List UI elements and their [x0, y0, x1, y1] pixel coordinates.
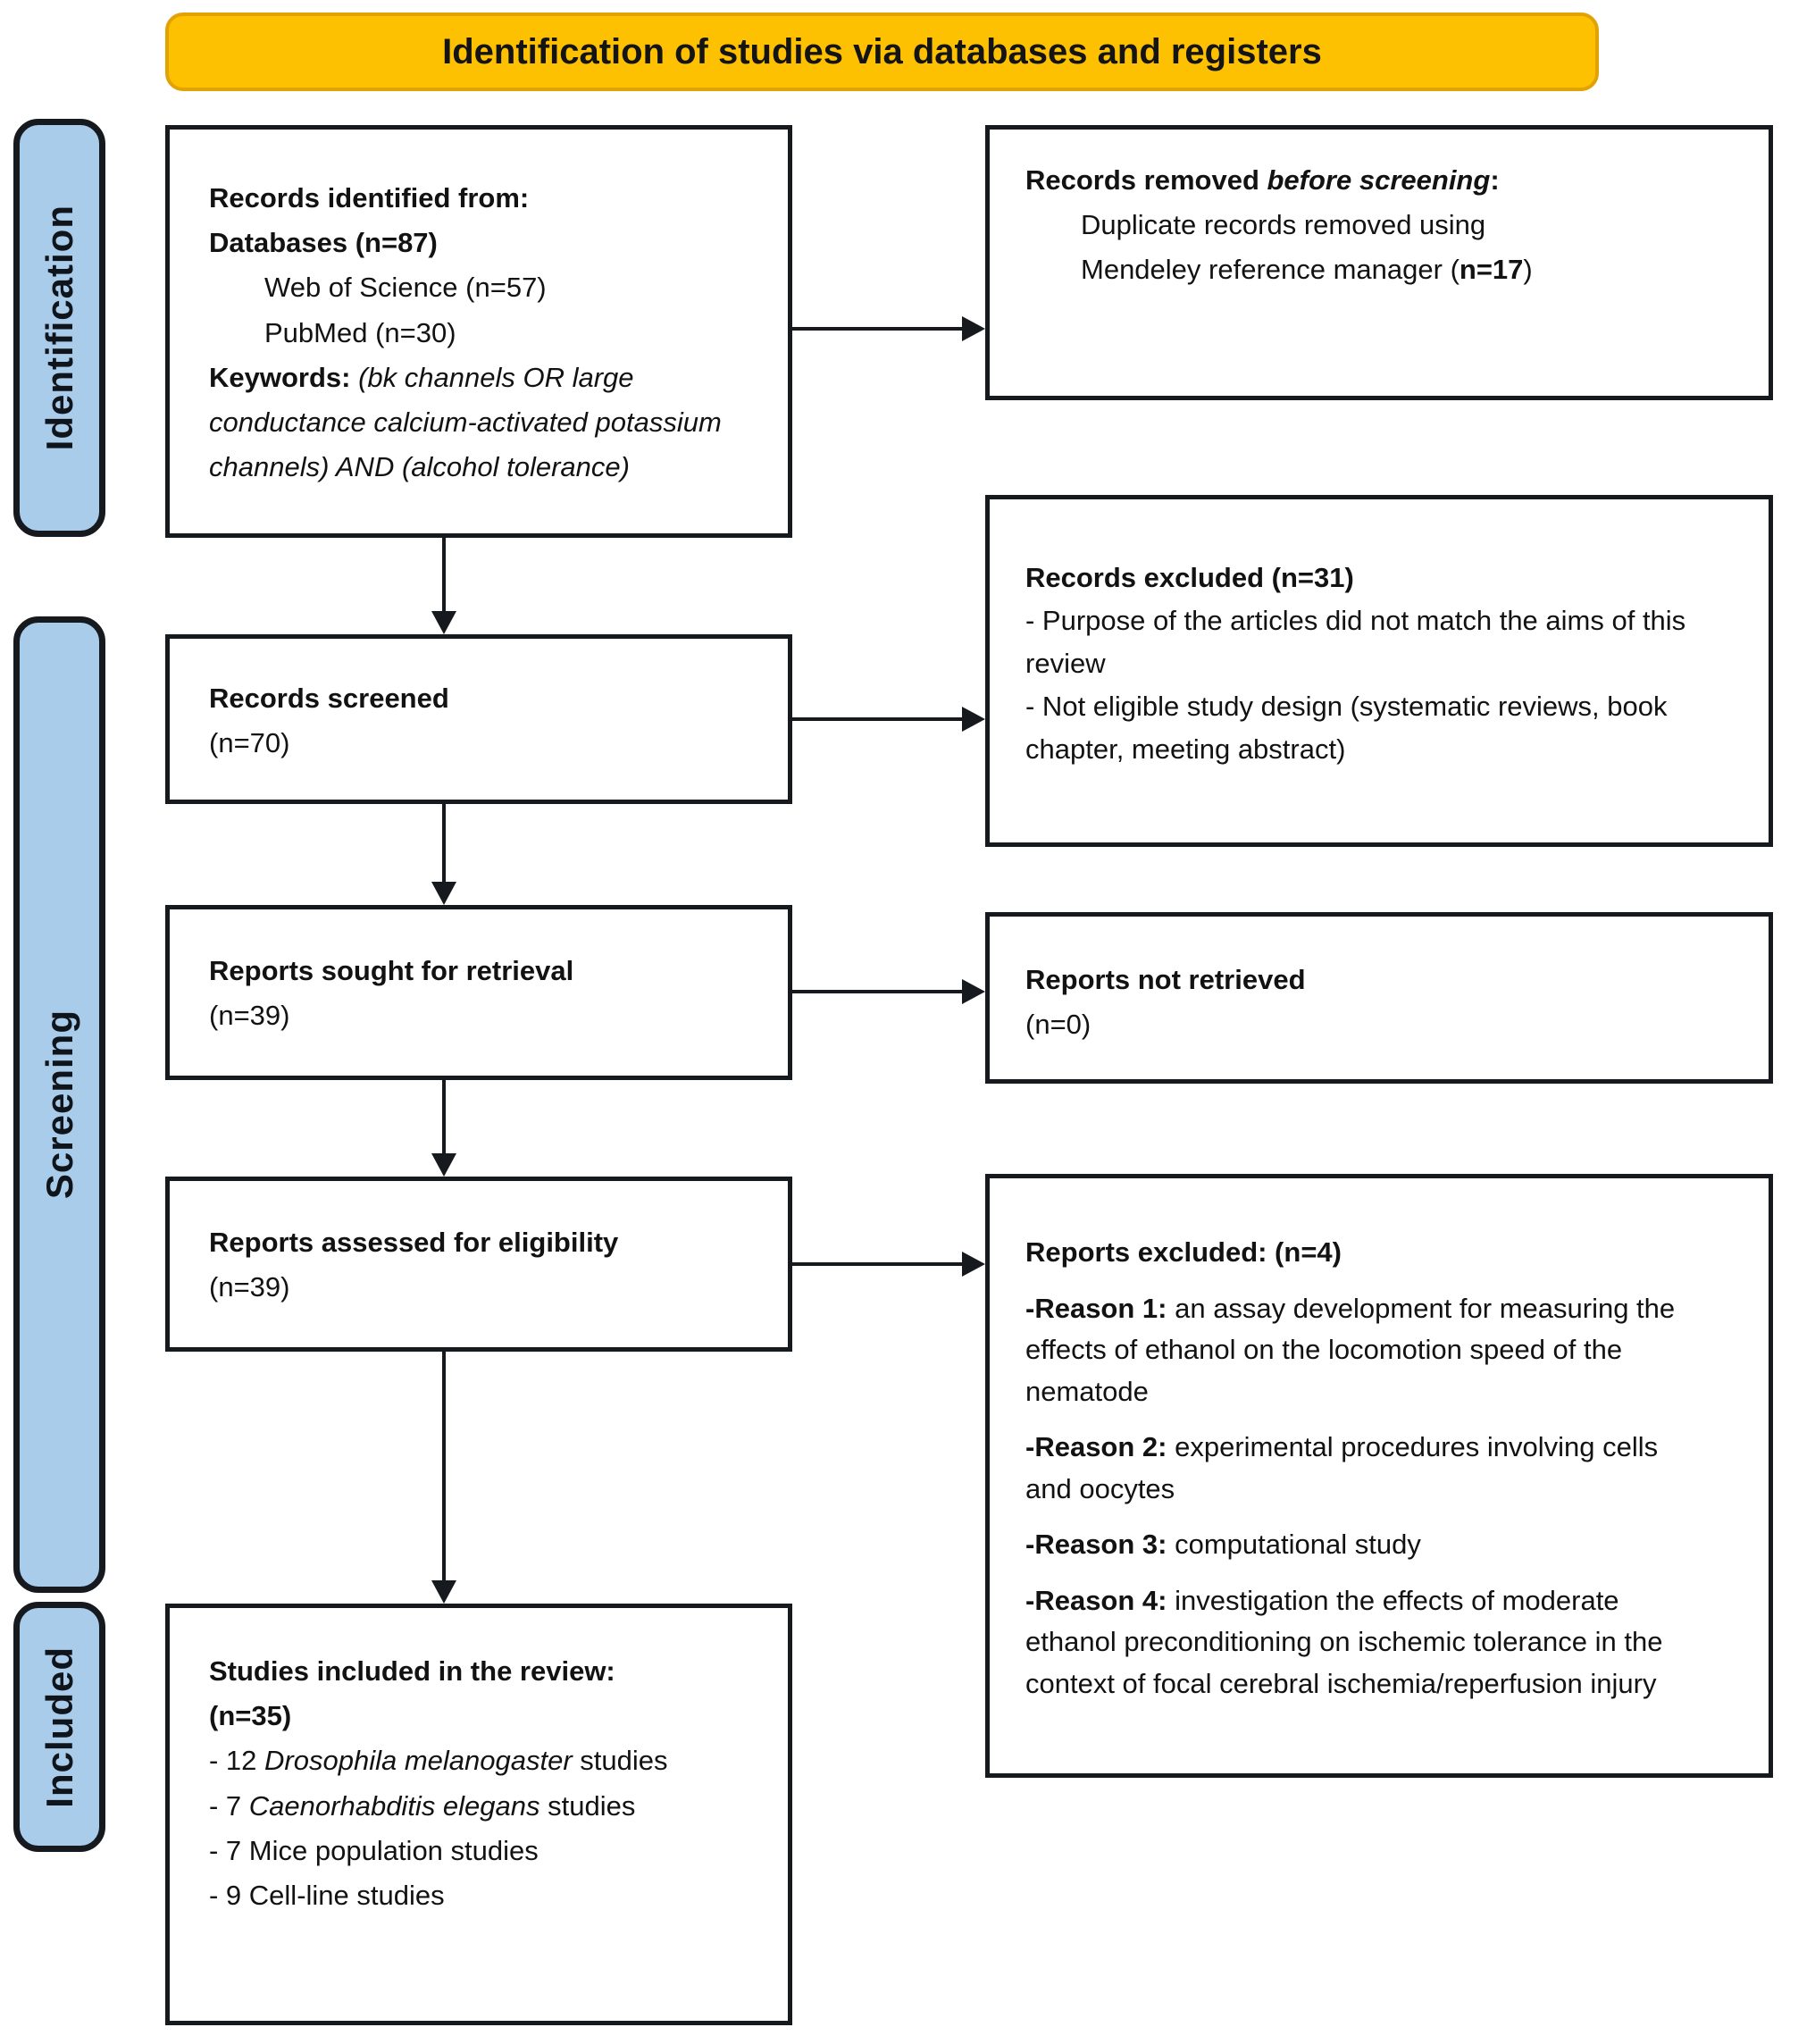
records-identified-keywords: Keywords: (bk channels OR large conducta… — [209, 356, 725, 490]
reason-label: -Reason 4: — [1025, 1584, 1167, 1616]
stage-label-screening: Screening — [13, 616, 105, 1593]
reports-excluded-title: Reports excluded: (n=4) — [1025, 1236, 1342, 1268]
count-bold: n=17 — [1459, 254, 1524, 286]
arrow-sought-to-assessed — [431, 1080, 456, 1177]
item-text: - 7 Mice population studies — [209, 1834, 539, 1866]
title-text: : — [1490, 164, 1500, 196]
reports-assessed-title: Reports assessed for eligibility — [209, 1227, 619, 1258]
body-text: ) — [1523, 254, 1533, 286]
records-identified-source: Web of Science (n=57) — [264, 272, 547, 304]
box-records-removed: Records removed before screening: Duplic… — [985, 125, 1773, 400]
box-records-excluded: Records excluded (n=31) - Purpose of the… — [985, 495, 1773, 847]
arrow-identified-to-screened — [431, 538, 456, 634]
reports-not-retrieved-count: (n=0) — [1025, 1009, 1092, 1041]
stage-label-identification-text: Identification — [38, 205, 80, 451]
reason-text: experimental procedures involving cells … — [1025, 1431, 1659, 1504]
stage-label-identification: Identification — [13, 119, 105, 537]
records-identified-subtitle: Databases (n=87) — [209, 227, 438, 259]
stage-label-included: Included — [13, 1602, 105, 1852]
item-text: - 12 — [209, 1745, 265, 1777]
reason-text: an assay development for measuring the e… — [1025, 1292, 1676, 1407]
studies-included-item: - 12 Drosophila melanogaster studies — [209, 1738, 720, 1783]
box-reports-sought: Reports sought for retrieval (n=39) — [165, 905, 792, 1080]
title-banner: Identification of studies via databases … — [165, 13, 1599, 91]
keywords-label: Keywords: — [209, 361, 351, 393]
records-identified-title: Records identified from: — [209, 182, 530, 214]
arrow-sought-to-not-retrieved — [790, 979, 985, 1004]
title-text: Records removed — [1025, 164, 1267, 196]
arrow-screened-to-excluded — [790, 707, 985, 732]
title-banner-text: Identification of studies via databases … — [442, 31, 1322, 71]
stage-label-included-text: Included — [38, 1646, 80, 1808]
box-records-identified: Records identified from: Databases (n=87… — [165, 125, 792, 538]
reports-excluded-reason: -Reason 4: investigation the effects of … — [1025, 1580, 1688, 1705]
box-reports-not-retrieved: Reports not retrieved (n=0) — [985, 912, 1773, 1084]
records-identified-source: PubMed (n=30) — [264, 316, 456, 348]
records-screened-title: Records screened — [209, 683, 449, 714]
reports-excluded-reason: -Reason 2: experimental procedures invol… — [1025, 1427, 1688, 1510]
reports-excluded-reason: -Reason 3: computational study — [1025, 1524, 1688, 1566]
reason-label: -Reason 2: — [1025, 1431, 1167, 1462]
records-excluded-title: Records excluded (n=31) — [1025, 562, 1354, 593]
reports-assessed-count: (n=39) — [209, 1271, 290, 1303]
reason-text: investigation the effects of moderate et… — [1025, 1584, 1663, 1699]
box-reports-excluded: Reports excluded: (n=4) -Reason 1: an as… — [985, 1174, 1773, 1778]
item-species: Caenorhabditis elegans — [248, 1789, 540, 1822]
reports-sought-title: Reports sought for retrieval — [209, 955, 574, 986]
records-removed-title: Records removed before screening: — [1025, 158, 1715, 203]
reason-label: -Reason 3: — [1025, 1529, 1167, 1560]
studies-included-item: - 9 Cell-line studies — [209, 1873, 720, 1918]
box-studies-included: Studies included in the review: (n=35) -… — [165, 1604, 792, 2025]
stage-label-screening-text: Screening — [38, 1009, 80, 1200]
arrow-assessed-to-included — [431, 1352, 456, 1604]
body-text: Duplicate records removed using Mendeley… — [1081, 209, 1486, 286]
records-removed-body: Duplicate records removed using Mendeley… — [1025, 203, 1579, 292]
item-text: studies — [539, 1789, 636, 1822]
box-reports-assessed: Reports assessed for eligibility (n=39) — [165, 1177, 792, 1352]
records-screened-count: (n=70) — [209, 727, 290, 759]
reason-label: -Reason 1: — [1025, 1292, 1167, 1324]
reports-not-retrieved-title: Reports not retrieved — [1025, 964, 1306, 995]
title-emphasis: before screening — [1267, 164, 1491, 196]
box-records-screened: Records screened (n=70) — [165, 634, 792, 804]
keywords-text: (bk channels OR large conductance calciu… — [209, 361, 722, 483]
arrow-assessed-to-reports-excluded — [790, 1252, 985, 1277]
arrow-screened-to-sought — [431, 804, 456, 905]
records-excluded-bullet: - Purpose of the articles did not match … — [1025, 605, 1686, 680]
item-species: Drosophila melanogaster — [264, 1745, 573, 1777]
item-text: - 9 Cell-line studies — [209, 1880, 445, 1912]
reports-sought-count: (n=39) — [209, 1000, 290, 1032]
arrow-identified-to-removed — [790, 316, 985, 341]
studies-included-title: Studies included in the review: — [209, 1655, 615, 1687]
item-text: - 7 — [209, 1789, 249, 1822]
reason-text: computational study — [1167, 1529, 1421, 1560]
records-excluded-bullet: - Not eligible study design (systematic … — [1025, 691, 1668, 766]
studies-included-count: (n=35) — [209, 1700, 292, 1732]
reports-excluded-reason: -Reason 1: an assay development for meas… — [1025, 1288, 1688, 1413]
studies-included-item: - 7 Caenorhabditis elegans studies — [209, 1784, 720, 1829]
studies-included-item: - 7 Mice population studies — [209, 1829, 720, 1873]
item-text: studies — [572, 1745, 668, 1777]
